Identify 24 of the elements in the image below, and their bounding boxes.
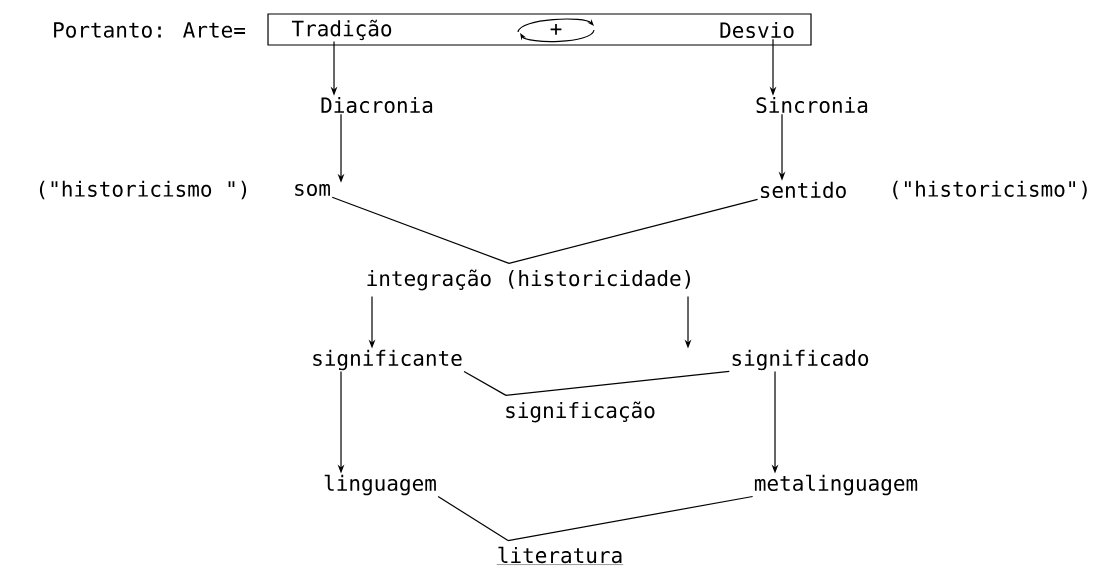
frame-box	[267, 13, 812, 46]
connector-line	[331, 196, 510, 264]
term-text: significação	[506, 401, 655, 423]
term-text: Desvio	[720, 21, 794, 39]
connector-line	[437, 495, 509, 542]
heading-text: Portanto: Arte=	[51, 21, 247, 39]
connector-line	[463, 370, 507, 396]
term-text: Diacronia	[321, 96, 433, 114]
term-text: significado	[732, 349, 869, 371]
plus-sign: +	[548, 23, 564, 37]
term-text: som	[295, 183, 330, 196]
note-text: ("historicismo")	[893, 180, 1087, 200]
connector-line	[505, 370, 730, 396]
term-text: Tradição	[291, 19, 392, 41]
connector-line	[508, 198, 759, 264]
term-text: literatura	[496, 546, 624, 565]
term-text: integração (historicidade)	[367, 269, 690, 291]
term-text: significante	[313, 349, 462, 371]
term-text: linguagem	[324, 474, 436, 496]
term-text: Sincronia	[756, 96, 868, 114]
term-text: sentido	[760, 181, 846, 199]
connector-line	[507, 495, 754, 542]
term-text: metalinguagem	[754, 474, 918, 496]
note-text: ("historicismo ")	[39, 180, 247, 200]
